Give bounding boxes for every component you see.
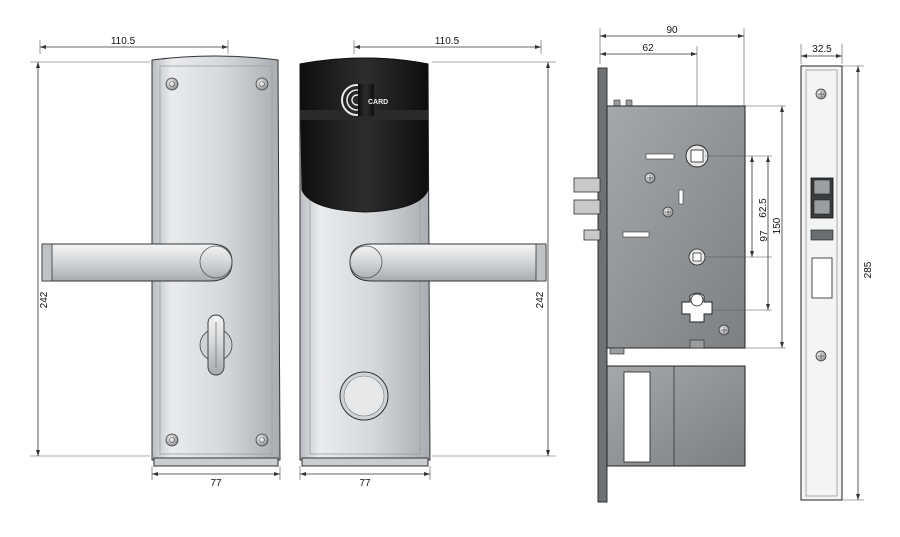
back-plate-height-label: 242 — [535, 291, 546, 308]
faceplate-height-label: 285 — [863, 261, 874, 278]
arrow-head — [691, 52, 697, 56]
back-plate-base-width-label: 77 — [359, 478, 371, 489]
faceplate-latch-face — [813, 179, 831, 195]
arrow-head — [836, 54, 842, 58]
arrow-head — [354, 45, 360, 49]
arrow-head — [766, 156, 770, 162]
thumb-turn-hole-icon — [688, 248, 706, 266]
strike-opening — [623, 371, 651, 463]
arrow-head — [780, 106, 784, 112]
arrow-head — [424, 472, 430, 476]
latch-bolt — [573, 177, 601, 193]
front-plate-width-label: 110.5 — [111, 36, 136, 47]
mortise-total-width-label: 90 — [666, 25, 678, 36]
faceplate-trigger-face — [810, 229, 834, 241]
mortise-faceplate-edge — [597, 67, 608, 503]
trigger-bolt — [583, 229, 601, 241]
front-lever-handle — [41, 243, 233, 282]
thumb-turn-icon — [199, 314, 233, 376]
arrow-head — [600, 34, 606, 38]
arrow-head — [222, 45, 228, 49]
case-foot — [689, 339, 705, 349]
faceplate-inner-line — [805, 69, 838, 497]
front-plate-base-strip — [153, 457, 279, 467]
arrow-head — [546, 62, 550, 68]
arrow-head — [152, 472, 158, 476]
case-slot — [678, 189, 684, 205]
screw-icon — [255, 433, 269, 447]
dead-bolt — [573, 199, 601, 215]
mortise-backset-label: 62 — [642, 43, 654, 54]
spindle-hole-icon — [685, 144, 709, 168]
faceplate-deadbolt-face — [813, 199, 831, 215]
arrow-head — [36, 450, 40, 456]
arrow-head — [274, 472, 280, 476]
screw-icon — [165, 433, 179, 447]
back-lever-handle — [349, 243, 547, 282]
cylinder-cutout — [681, 292, 713, 323]
faceplate-view: 32.5 285 — [800, 44, 874, 501]
arrow-head — [300, 472, 306, 476]
arrow-head — [36, 62, 40, 68]
card-logo-icon — [341, 84, 374, 116]
front-plate-height-label: 242 — [39, 291, 50, 308]
front-lever-end — [41, 243, 53, 282]
back-handle-rose — [349, 245, 383, 279]
key-cylinder-icon — [339, 371, 389, 421]
mortise-spacing-large-label: 150 — [772, 217, 783, 234]
mortise-spacing-small-label: 62.5 — [758, 198, 769, 218]
screw-icon — [165, 77, 179, 91]
mortise-case — [606, 105, 746, 349]
screw-icon — [255, 77, 269, 91]
faceplate-strike-window — [811, 257, 833, 299]
back-lever-end — [535, 243, 547, 282]
screw-icon — [718, 324, 730, 336]
screw-icon — [662, 206, 674, 218]
arrow-head — [40, 45, 46, 49]
front-plate-base-width-label: 77 — [210, 478, 222, 489]
card-reader-plate-view: 110.5 242 CARD — [299, 36, 556, 489]
case-slot — [622, 231, 650, 238]
back-plate-width-label: 110.5 — [435, 36, 460, 47]
screw-icon — [815, 350, 827, 362]
arrow-head — [750, 251, 754, 257]
arrow-head — [546, 450, 550, 456]
front-plate-view: 110.5 242 77 — [30, 36, 281, 489]
faceplate-width-label: 32.5 — [812, 44, 832, 55]
arrow-head — [600, 52, 606, 56]
mortise-lock-view: 90 62 — [573, 25, 786, 503]
screw-icon — [815, 88, 827, 100]
card-logo-text: CARD — [368, 99, 388, 106]
arrow-head — [856, 66, 860, 72]
arrow-head — [738, 34, 744, 38]
cylinder-cutout-top — [690, 293, 704, 307]
arrow-head — [750, 156, 754, 162]
reader-plate-base-strip — [301, 457, 429, 467]
arrow-head — [535, 45, 541, 49]
card-reader-panel — [299, 57, 429, 213]
case-foot — [609, 347, 625, 355]
arrow-head — [780, 342, 784, 348]
arrow-head — [766, 304, 770, 310]
arrow-head — [856, 494, 860, 500]
case-slot — [645, 153, 675, 160]
arrow-head — [801, 54, 807, 58]
mortise-spacing-mid-label: 97 — [759, 230, 770, 242]
screw-icon — [644, 172, 656, 184]
front-handle-rose — [199, 245, 233, 279]
